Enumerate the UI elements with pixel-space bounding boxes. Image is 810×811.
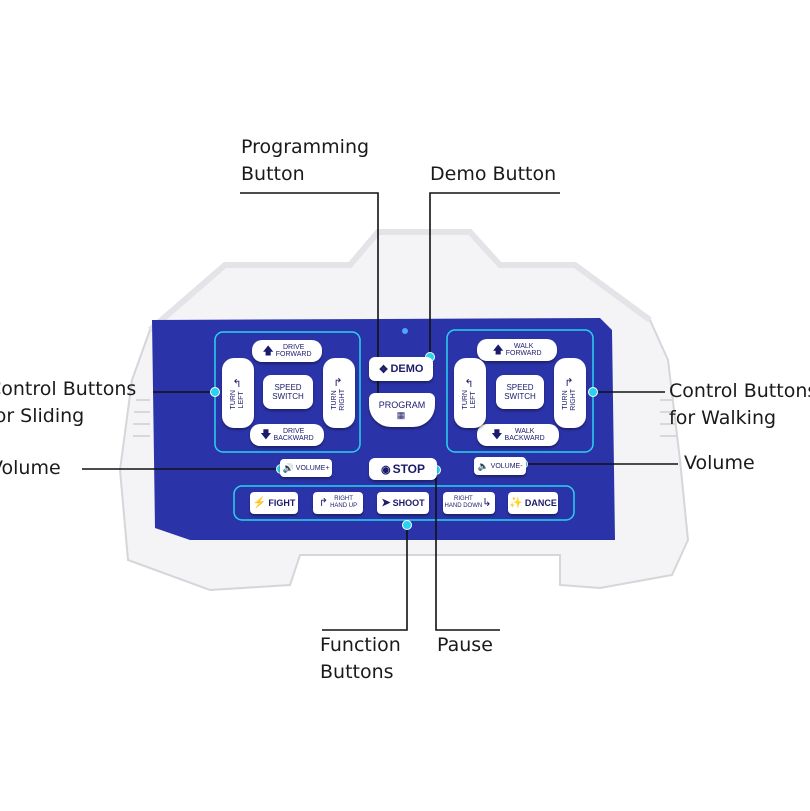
callout-volume-left: Volume — [0, 457, 61, 479]
lightning-icon: ⚡ — [252, 496, 267, 509]
volume-up-button[interactable]: 🔊 VOLUME+ — [280, 459, 332, 477]
volume-down-button[interactable]: 🔈 VOLUME- — [474, 457, 526, 475]
fight-button[interactable]: ⚡ FIGHT — [250, 492, 298, 514]
callout-demo-button: Demo Button — [430, 163, 557, 185]
right-grip-grooves — [660, 399, 677, 437]
rocket-icon: ➤ — [381, 496, 391, 509]
hand-icon: ↱ — [318, 496, 329, 509]
demo-icon: ❖ — [378, 363, 389, 376]
dot-function — [402, 520, 412, 530]
stop-button[interactable]: ◉ STOP — [369, 458, 437, 480]
dance-button[interactable]: ✨ DANCE — [508, 492, 558, 514]
remote-body-shade — [148, 229, 652, 333]
demo-button[interactable]: ❖ DEMO — [369, 357, 433, 381]
turn-left-icon: ↰ — [232, 377, 242, 390]
left-grip-grooves — [133, 399, 150, 437]
arrow-down-icon: 🡇 — [260, 428, 272, 441]
power-led — [402, 328, 408, 334]
speaker-icon: 🔈 — [477, 460, 489, 471]
callout-volume-right: Volume — [684, 452, 755, 474]
program-button[interactable]: PROGRAM ▦ — [369, 393, 435, 427]
turn-right-icon: ↱ — [564, 376, 574, 389]
speaker-icon: 🔊 — [282, 462, 294, 473]
dance-icon: ✨ — [509, 496, 523, 509]
control-panel — [152, 318, 615, 540]
arrow-up-icon: 🡅 — [262, 344, 274, 357]
turn-left-icon: ↰ — [464, 377, 474, 390]
dot-walking — [588, 387, 598, 397]
leader-lines — [82, 192, 678, 631]
windows-icon: ▦ — [396, 409, 406, 420]
turn-right-icon: ↱ — [333, 376, 343, 389]
stop-icon: ◉ — [380, 463, 391, 476]
arrow-up-icon: 🡅 — [492, 343, 504, 356]
callout-pause: Pause — [437, 634, 493, 656]
arrow-down-icon: 🡇 — [491, 428, 503, 441]
shoot-button[interactable]: ➤ SHOOT — [377, 492, 429, 514]
dot-sliding — [210, 387, 220, 397]
hand-icon: ↳ — [482, 496, 492, 509]
